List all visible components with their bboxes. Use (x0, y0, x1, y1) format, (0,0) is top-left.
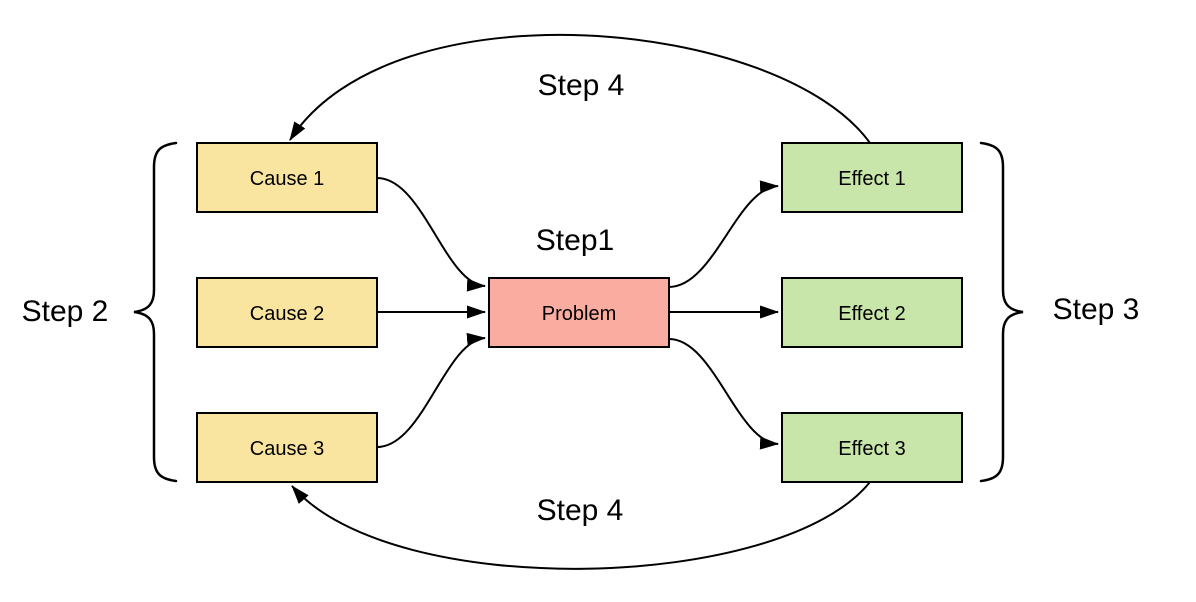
effect3-label: Effect 3 (838, 438, 905, 460)
right-curly-brace (979, 141, 1024, 483)
effect1-box (781, 142, 963, 213)
cause3-label: Cause 3 (250, 438, 325, 460)
effect2-box (781, 277, 963, 348)
cause1-label: Cause 1 (250, 168, 325, 190)
effect1-label: Effect 1 (838, 168, 905, 190)
effect3-box (781, 412, 963, 483)
cause3-box (196, 412, 378, 483)
step-annotations: Step1 Step 2 Step 3 Step 4 Step 4 (22, 69, 1140, 527)
edges (289, 33, 871, 570)
node-problem: Problem (488, 277, 670, 348)
arrow-cause3-to-problem (376, 332, 486, 448)
node-effect1: Effect 1 (781, 142, 963, 213)
node-cause3: Cause 3 (196, 412, 378, 483)
step4-top-label: Step 4 (538, 69, 625, 102)
cause2-box (196, 277, 378, 348)
arrow-problem-to-effect3 (668, 338, 779, 450)
problem-label: Problem (542, 303, 616, 325)
cause2-label: Cause 2 (250, 303, 325, 325)
step1-label: Step1 (536, 224, 614, 257)
node-cause1: Cause 1 (196, 142, 378, 213)
left-curly-brace (133, 141, 178, 483)
node-effect3: Effect 3 (781, 412, 963, 483)
arrow-feedback-bottom (291, 481, 871, 570)
step4-bottom-label: Step 4 (537, 494, 624, 527)
arrow-cause1-to-problem (376, 177, 486, 292)
braces (133, 141, 1024, 483)
effect2-label: Effect 2 (838, 303, 905, 325)
node-effect2: Effect 2 (781, 277, 963, 348)
arrow-problem-to-effect1 (668, 180, 779, 288)
step3-label: Step 3 (1053, 293, 1140, 326)
arrow-feedback-top (289, 33, 871, 144)
cause1-box (196, 142, 378, 213)
step2-label: Step 2 (22, 295, 109, 328)
problem-box (488, 277, 670, 348)
node-cause2: Cause 2 (196, 277, 378, 348)
